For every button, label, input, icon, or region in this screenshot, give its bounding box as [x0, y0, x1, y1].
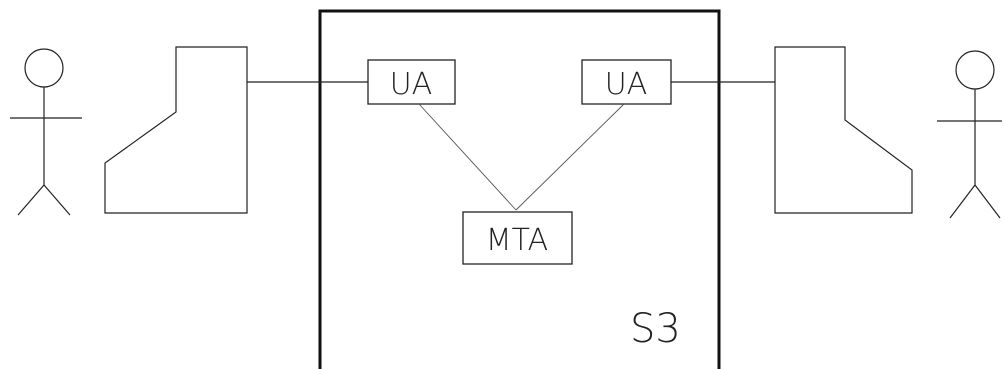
left-user-icon: [10, 49, 82, 215]
mta-label: MTA: [486, 223, 548, 258]
ua-right-mta-link: [516, 104, 624, 210]
right-user-icon: [937, 51, 1002, 218]
right-terminal-icon: [775, 47, 912, 213]
ua-left-label: UA: [390, 67, 432, 102]
ua-right-label: UA: [605, 67, 647, 102]
system-label: S3: [630, 306, 681, 352]
left-terminal-icon: [105, 47, 247, 213]
ua-left-mta-link: [419, 104, 516, 210]
